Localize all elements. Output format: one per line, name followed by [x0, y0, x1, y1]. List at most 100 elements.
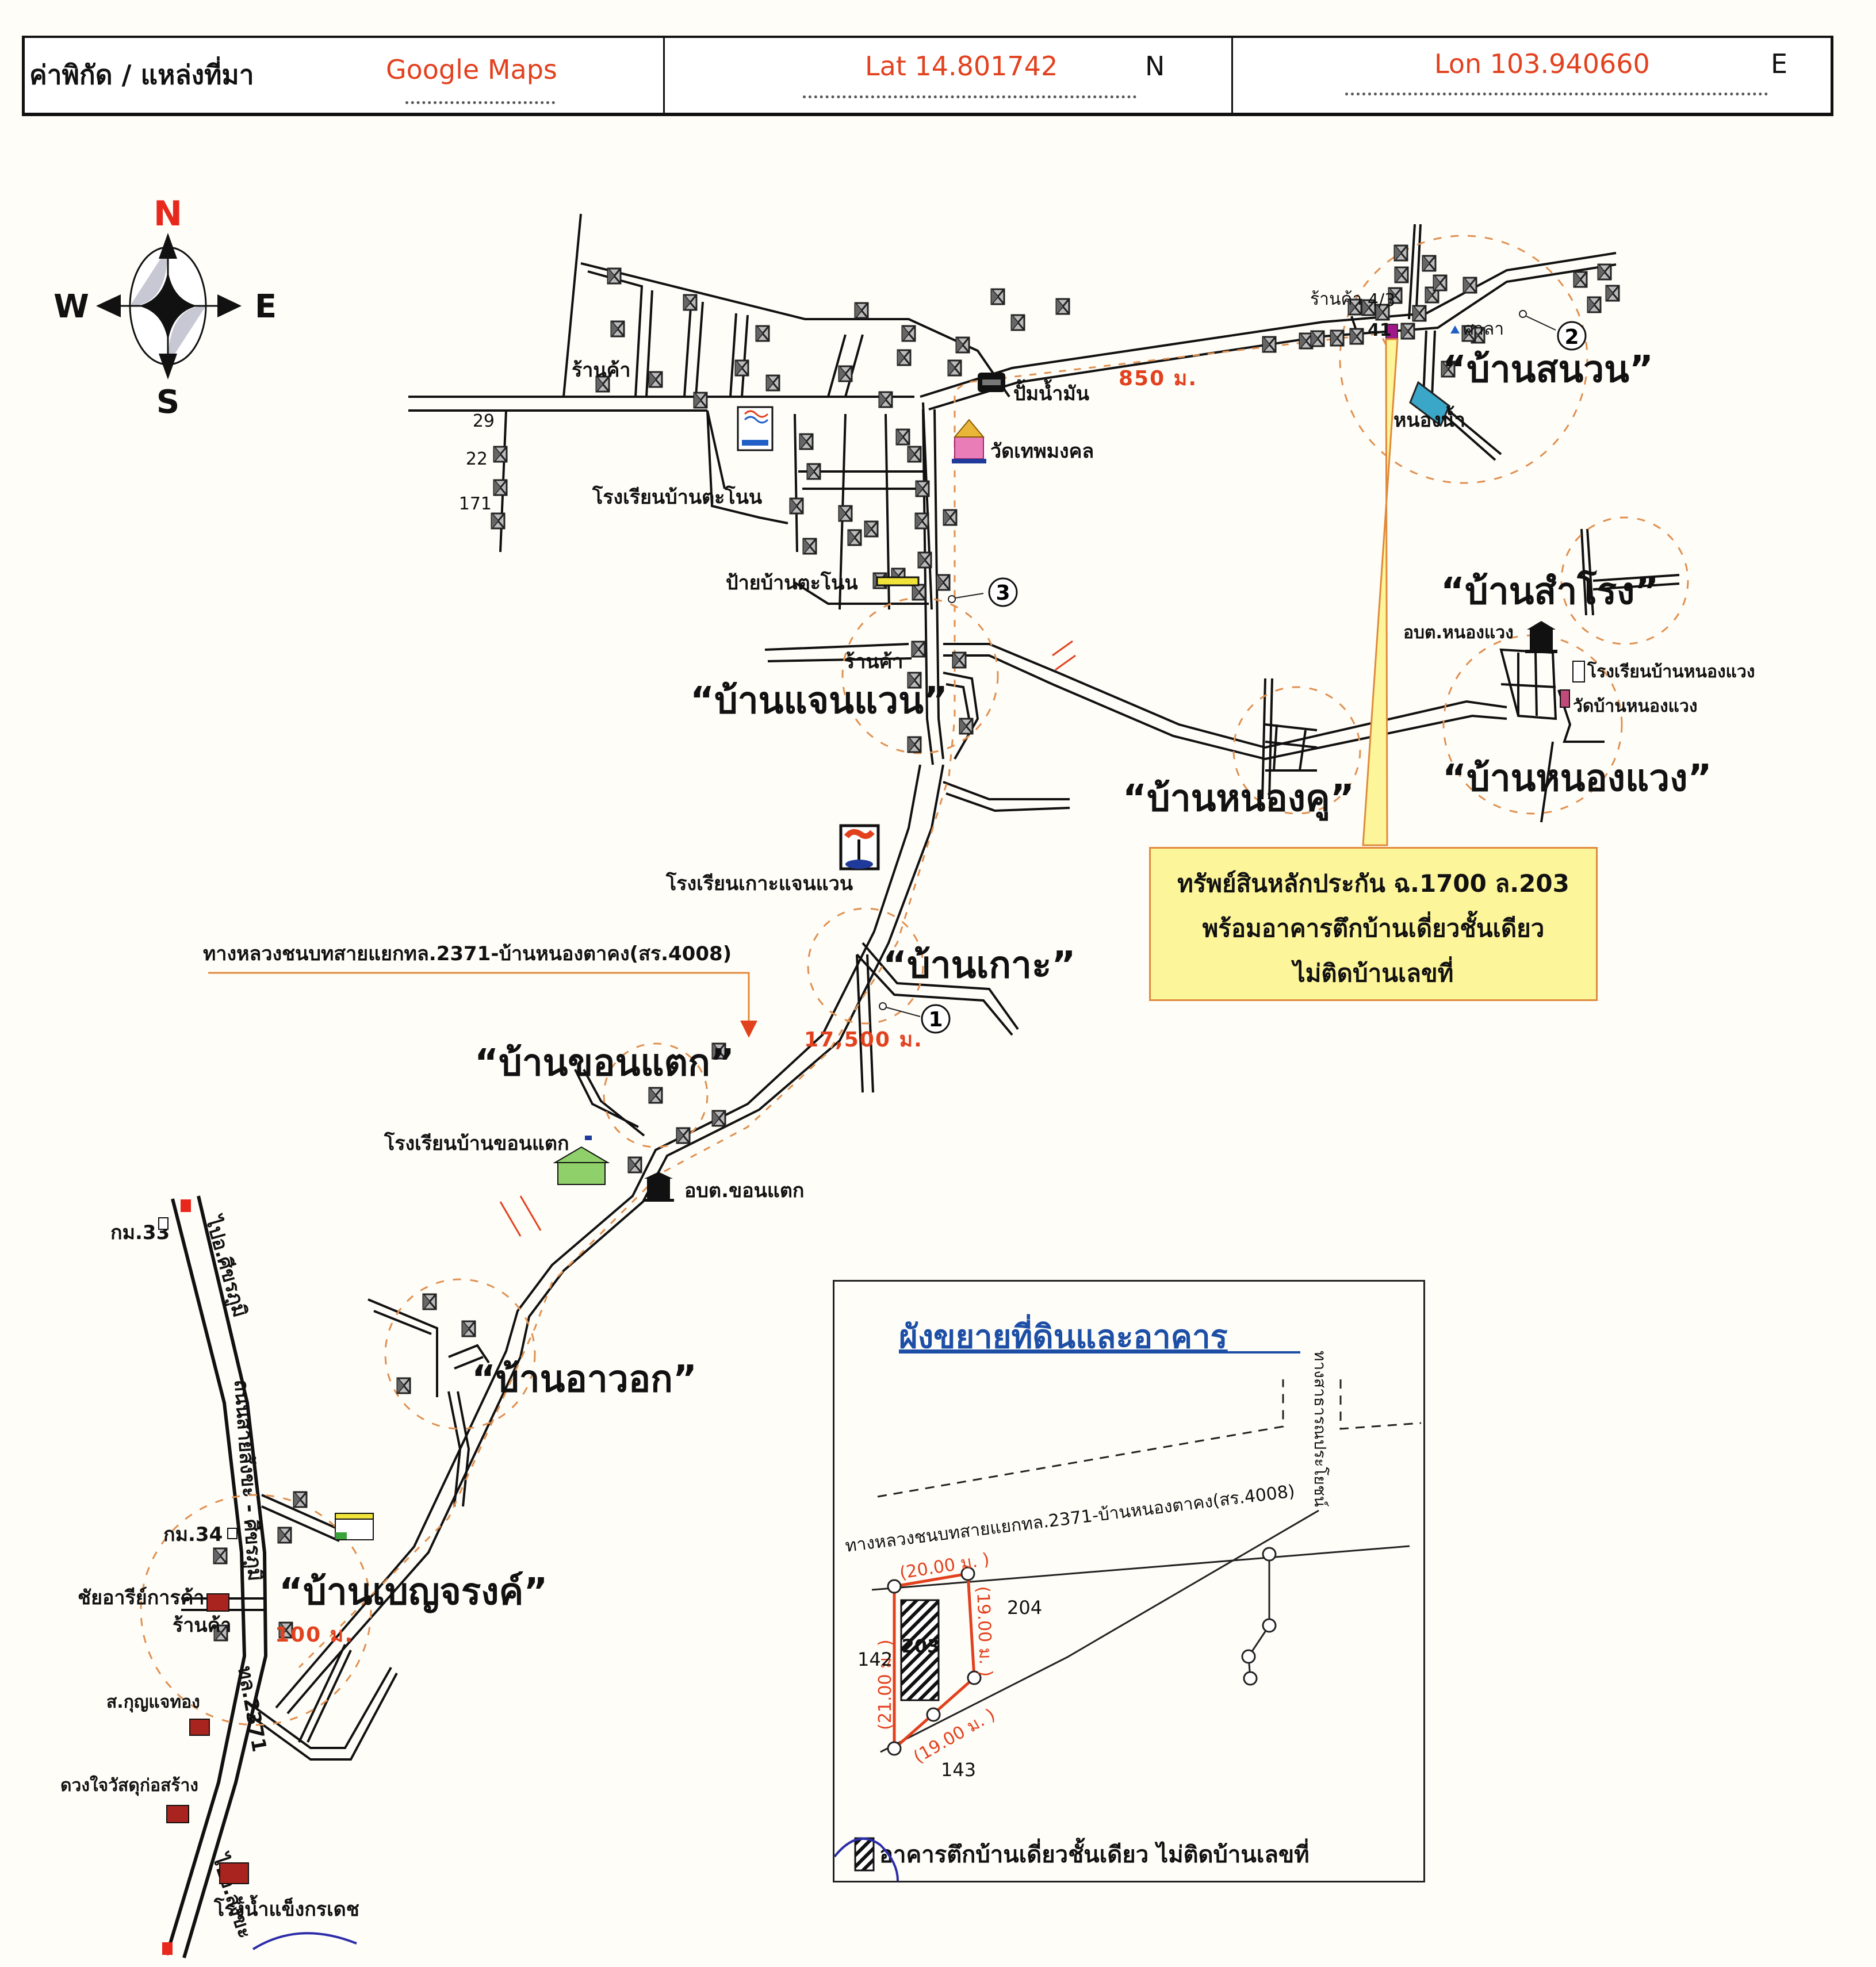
- parcel-boundary: [893, 1572, 976, 1750]
- source-dotted-line: [405, 101, 555, 104]
- village-ban-sanuan: “บ้านสนวน”: [1442, 348, 1653, 391]
- signature-stroke: [252, 1932, 357, 1950]
- village-ban-benchajarong: “บ้านเบญจรงค์”: [279, 1571, 548, 1613]
- tanon-sign-label: ป้ายบ้านตะโนน: [726, 571, 858, 595]
- parcel-number: 203: [902, 1635, 940, 1657]
- public-way-label: ทางสาธารณประโยชน์: [1311, 1351, 1330, 1507]
- temple-thepmongkol-label: วัดเทพมงคล: [990, 440, 1094, 463]
- shop-label-jaenwaen: ร้านค้า: [844, 650, 903, 673]
- to-sangkha-arrow-icon: [162, 1942, 173, 1955]
- gas-station-icon: [978, 373, 1005, 392]
- gas-station-label: ปั้มน้ำมัน: [1013, 379, 1089, 405]
- chaiaree-shop-label: ชัยอารีย์การค้า: [78, 1586, 204, 1609]
- callout-pointer: [1362, 338, 1399, 846]
- lat-cell: Lat 14.801742 N: [665, 38, 1233, 113]
- km33-post-icon: [158, 1217, 169, 1230]
- school-nongwaeng-icon: [1572, 661, 1585, 682]
- compass-east-label: E: [255, 288, 277, 325]
- latitude-value: Lat 14.801742: [865, 51, 1058, 82]
- coordinates-header: ค่าพิกัด / แหล่งที่มา Google Maps Lat 14…: [22, 36, 1833, 116]
- kunjaethong-shop-icon: [189, 1719, 210, 1736]
- bridge-icon-2: [499, 1195, 542, 1237]
- school-nongwaeng-label: โรงเรียนบ้านหนองแวง: [1587, 661, 1755, 682]
- source-value: Google Maps: [386, 54, 557, 85]
- school-tanon-icon: [737, 406, 774, 451]
- house-no-41: 41: [1368, 320, 1392, 340]
- dim-right: (19.00 ม. ): [973, 1586, 996, 1677]
- source-cell: ค่าพิกัด / แหล่งที่มา Google Maps: [25, 38, 665, 113]
- school-tanon-label: โรงเรียนบ้านตะโนน: [592, 485, 762, 509]
- to-sikhoraphum-arrow-icon: [181, 1199, 191, 1212]
- village-ban-khontaek: “บ้านขอนแตก”: [474, 1042, 734, 1084]
- house-no-43: 4/3: [1368, 290, 1395, 310]
- callout-line-1: ทรัพย์สินหลักประกัน ฉ.1700 ล.203: [1177, 869, 1569, 898]
- arrow-west-icon: [96, 294, 121, 317]
- marker-2: [1557, 321, 1587, 351]
- callout-line-2: พร้อมอาคารตึกบ้านเดี่ยวชั้นเดียว: [1202, 914, 1545, 942]
- tanon-sign-icon: [876, 576, 920, 586]
- chaiaree-shop-icon: [206, 1593, 229, 1612]
- distance-100: 100 ม.: [275, 1623, 354, 1647]
- marker-3: [988, 577, 1018, 607]
- arrow-south-icon: [159, 354, 177, 379]
- compass-west-label: W: [53, 288, 89, 325]
- kunjaethong-label: ส.กุญแจทอง: [106, 1692, 200, 1713]
- lon-cell: Lon 103.940660 E: [1233, 38, 1831, 113]
- village-ban-nongwaeng: “บ้านหนองแวง”: [1442, 757, 1712, 800]
- legend-label: อาคารตึกบ้านเดี่ยวชั้นเดียว ไม่ติดบ้านเล…: [879, 1838, 1310, 1868]
- route-path: [298, 324, 1394, 1669]
- neighbor-142: 142: [857, 1648, 893, 1670]
- lon-dotted-line: [1345, 93, 1768, 95]
- inset-title: ผังขยายที่ดินและอาคาร: [899, 1314, 1228, 1356]
- marker-1: [921, 1004, 951, 1034]
- signature-stroke-inset: [833, 1837, 899, 1881]
- sala-label: ศาลา: [1463, 319, 1504, 339]
- neighbor-204: 204: [1007, 1597, 1042, 1619]
- village-ban-awok: “บ้านอาวอก”: [472, 1358, 697, 1401]
- obt-khontaek-label: อบต.ขอนแตก: [684, 1179, 804, 1202]
- lat-dotted-line: [803, 95, 1136, 98]
- bridge-icon: [1052, 640, 1076, 671]
- highway-2371: [165, 1195, 268, 1958]
- marker-2-label: 2: [1564, 325, 1579, 349]
- dim-left: (21.00 ม. ): [875, 1639, 895, 1730]
- village-ban-jaenwaen: “บ้านแจนแวน”: [690, 680, 948, 722]
- land-layout-inset: ผังขยายที่ดินและอาคาร ทางสาธารณประโยชน์ …: [833, 1280, 1425, 1882]
- arrow-east-icon: [217, 294, 242, 317]
- marker-1-label: 1: [928, 1008, 943, 1032]
- compass-north-label: N: [154, 194, 182, 234]
- house-no-22: 22: [466, 449, 488, 469]
- compass-rose: N S W E: [53, 194, 277, 421]
- building-footprint: [900, 1599, 940, 1701]
- duangjai-shop-icon: [166, 1805, 189, 1823]
- pond-shape: [1409, 381, 1450, 427]
- shop-label-highway: ร้านค้า: [173, 1614, 231, 1637]
- village-ban-ko: “บ้านเกาะ”: [883, 944, 1075, 987]
- collateral-callout: ทรัพย์สินหลักประกัน ฉ.1700 ล.203 พร้อมอา…: [1149, 847, 1598, 1001]
- pond-label: หนองน้ำ: [1393, 405, 1465, 432]
- sala-icon: [1450, 325, 1460, 333]
- house-no-29: 29: [473, 411, 495, 431]
- obt-nongwaeng-label: อบต.หนองแวง: [1403, 623, 1514, 643]
- legend-hatch-icon: [854, 1837, 875, 1872]
- km34-post-icon: [227, 1528, 238, 1539]
- obt-nongwaeng-icon: [1525, 621, 1557, 653]
- school-kojaenwaen-label: โรงเรียนเกาะแจนแวน: [665, 872, 853, 895]
- house-no-171: 171: [459, 494, 492, 514]
- neighbor-143: 143: [941, 1759, 976, 1781]
- school-khontaek-label: โรงเรียนบ้านขอนแตก: [384, 1132, 569, 1155]
- shop-label-sanuan: ร้านค้า: [1310, 289, 1362, 309]
- village-boundaries: [140, 235, 1689, 1726]
- temple-nongwaeng-icon: [1560, 689, 1570, 708]
- village-ban-nongkhu: “บ้านหนองคู”: [1123, 777, 1354, 821]
- callout-line-3: ไม่ติดบ้านเลขที่: [1293, 959, 1454, 987]
- village-ban-samrong: “บ้านสำโรง”: [1441, 569, 1659, 613]
- km34-label: กม.34: [163, 1523, 223, 1546]
- ice-factory-icon: [219, 1862, 249, 1884]
- latitude-direction: N: [1145, 51, 1165, 82]
- temple-nongwaeng-label: วัดบ้านหนองแวง: [1573, 696, 1698, 716]
- arrow-north-icon: [159, 233, 177, 259]
- rear-boundary-line: [880, 1509, 1319, 1753]
- inset-road-label: ทางหลวงชนบทสายแยกทล.2371-บ้านหนองตาคง(สร…: [844, 1481, 1296, 1556]
